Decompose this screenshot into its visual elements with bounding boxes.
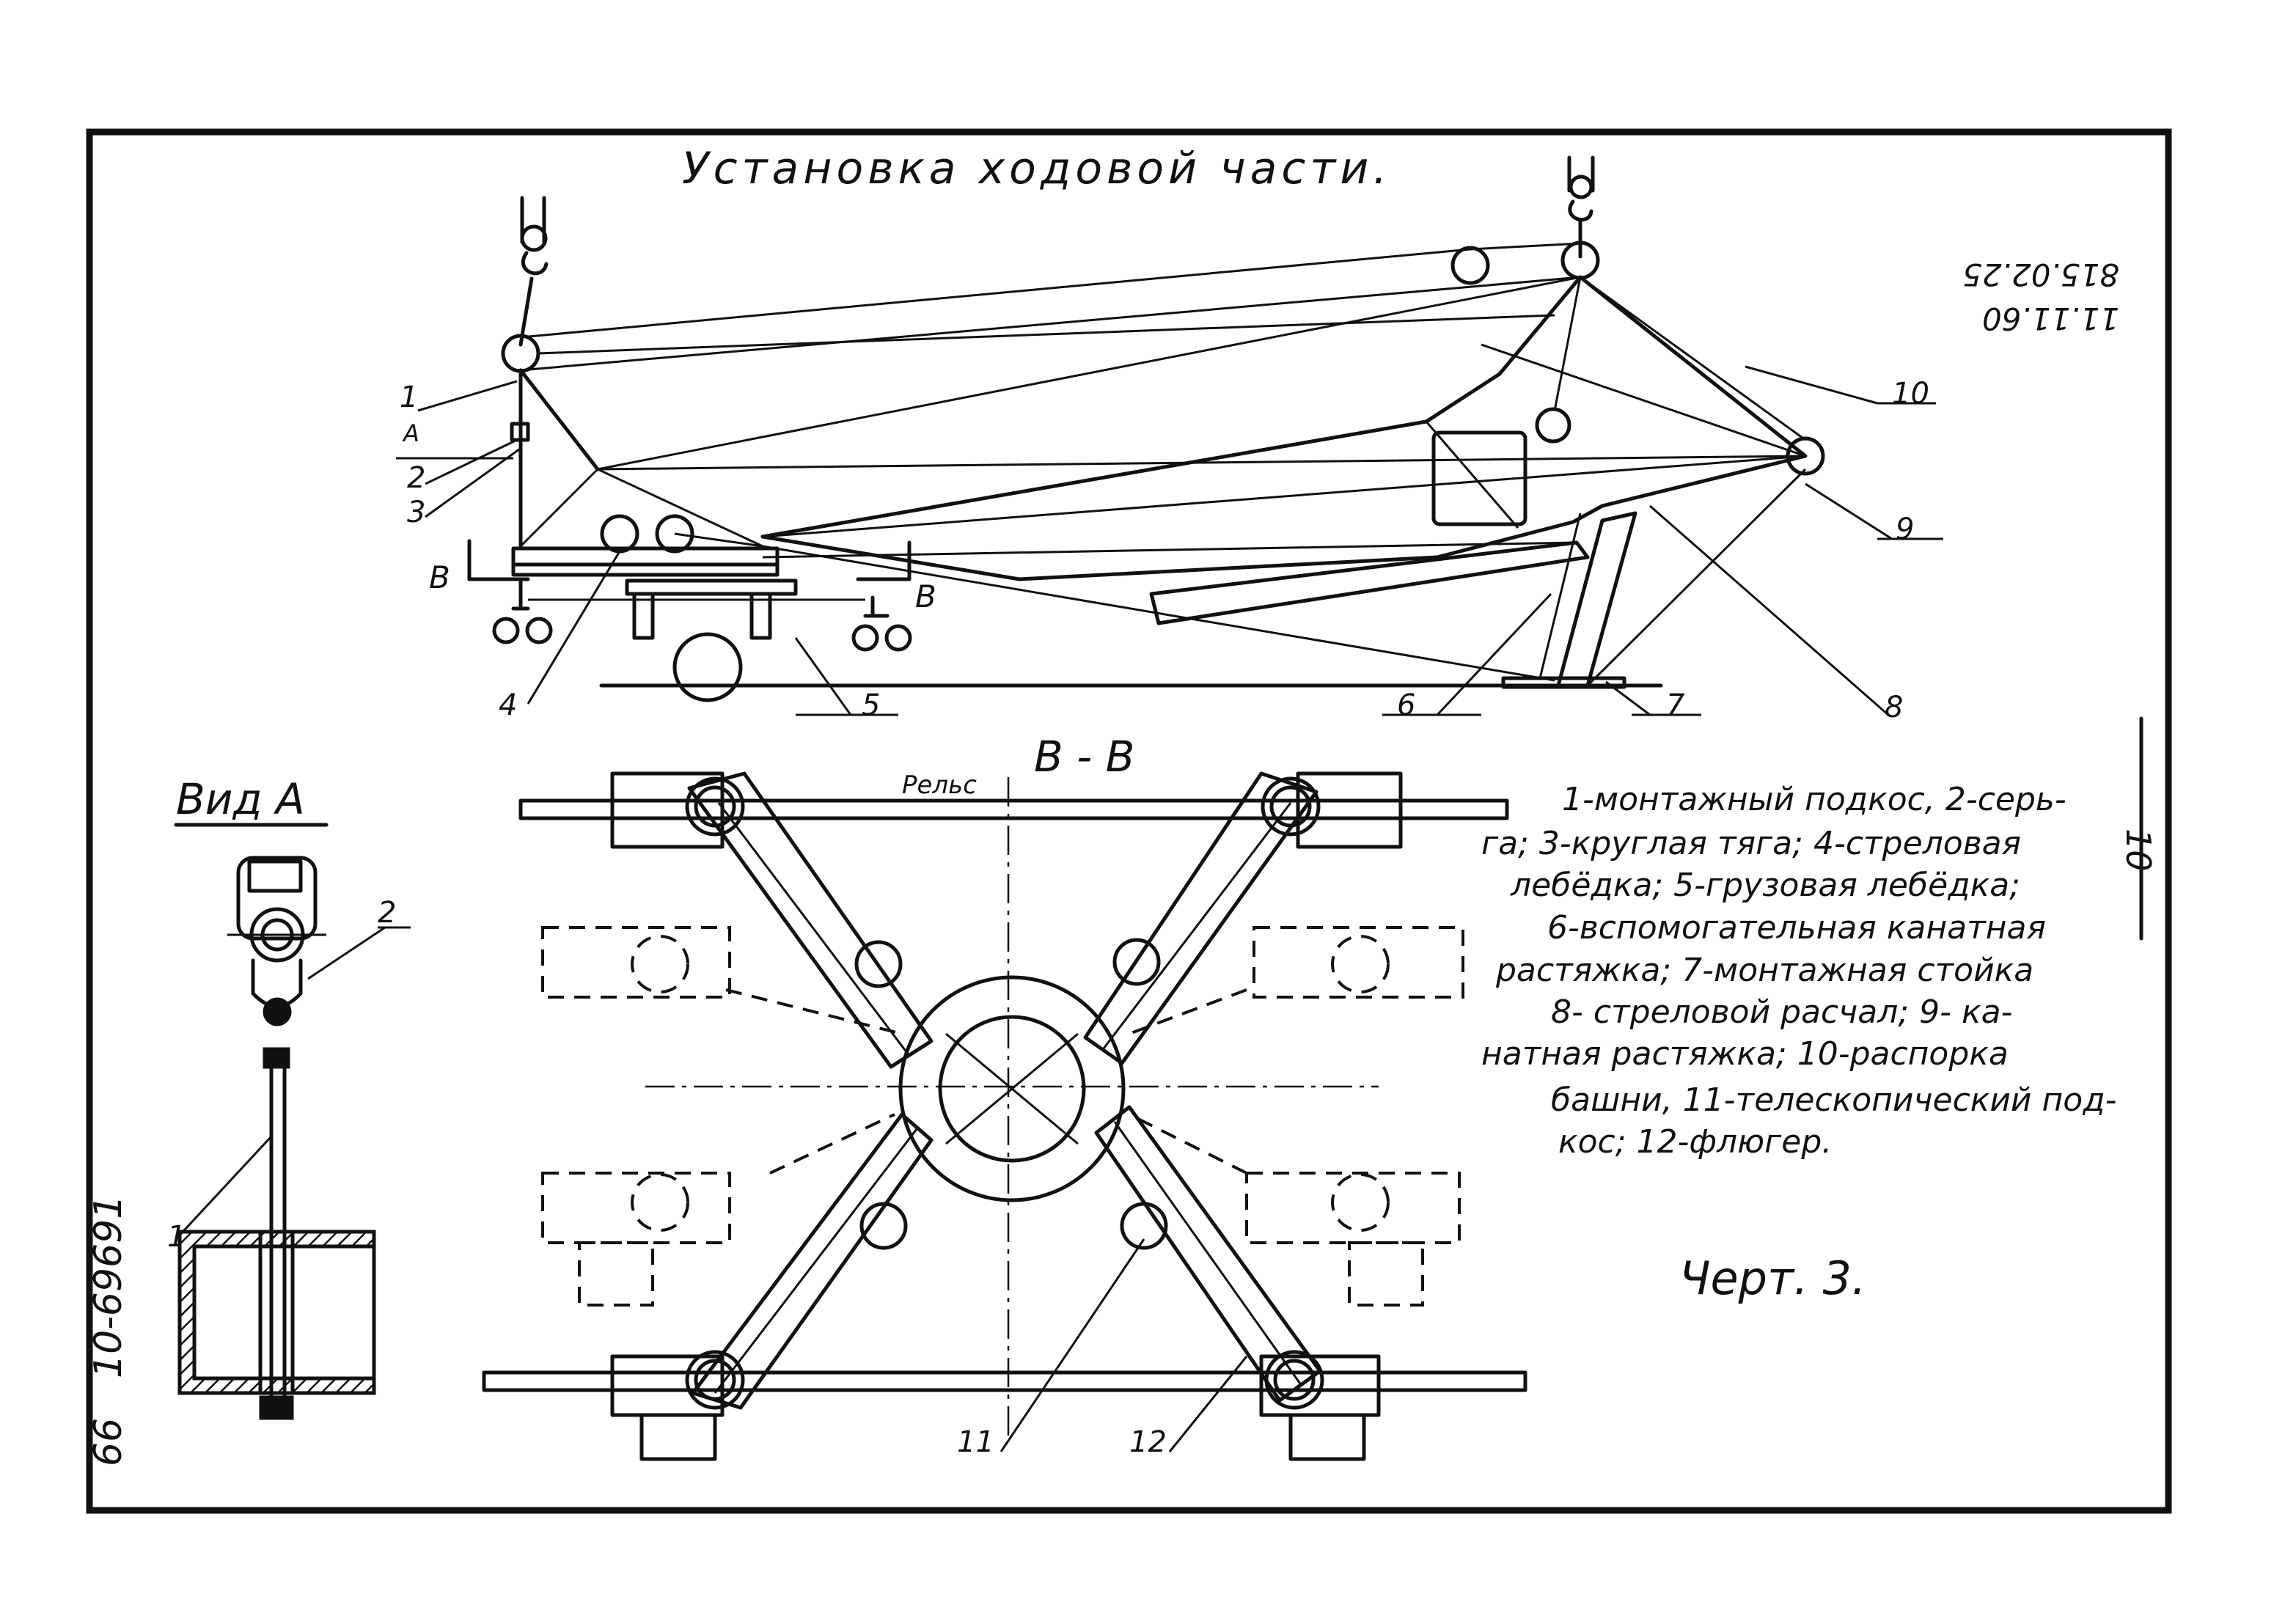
callout-9: 9	[1896, 512, 1914, 546]
callout-2: 2	[407, 461, 425, 495]
legend-line-7: натная растяжка; 10-распорка	[1481, 1035, 2009, 1073]
legend-line-5: растяжка; 7-монтажная стойка	[1495, 952, 2033, 989]
svg-text:10-69691: 10-69691	[87, 1195, 131, 1378]
section-marker-right: В	[915, 578, 936, 614]
callout-12: 12	[1129, 1425, 1167, 1459]
rail-bottom	[482, 1370, 1527, 1392]
side-elevation: В В 1 А 2 3 4 5 6 7 8 9 10	[396, 155, 1943, 724]
right-crane-hook	[1567, 155, 1595, 259]
legend-line-4: 6-вспомогательная канатная	[1547, 909, 2046, 947]
slewing-wheel	[672, 632, 743, 702]
section-marker-left: В	[429, 559, 450, 595]
winch-drum-2	[655, 514, 694, 554]
slewing-ring-outer	[898, 975, 1126, 1202]
point-a-label: А	[402, 419, 419, 447]
drawing-number: Черт. 3.	[1679, 1252, 1866, 1305]
right-bogie	[851, 595, 912, 652]
callout-4: 4	[499, 688, 517, 722]
view-a: Вид А 2 1	[167, 774, 411, 1420]
frame-arm-1	[687, 771, 934, 1069]
callout-3: 3	[407, 496, 425, 529]
drawing-frame	[86, 128, 2172, 1514]
legend-line-1: 1-монтажный подкос, 2-серь-	[1562, 781, 2066, 818]
section-label: В - В	[1034, 732, 1134, 782]
slewing-ring-inner	[938, 1015, 1086, 1163]
view-a-callout-2: 2	[378, 896, 396, 930]
top-block-1	[1450, 246, 1490, 285]
callout-1: 1	[400, 381, 418, 414]
callout-8: 8	[1885, 691, 1903, 724]
svg-text:11.11.60: 11.11.60	[1982, 301, 2119, 337]
callout-5: 5	[862, 688, 880, 722]
sheet-code: 66 10-69691	[87, 1195, 131, 1466]
left-crane-hook	[518, 196, 549, 347]
cabin	[1431, 430, 1527, 526]
legend-line-2: га; 3-круглая тяга; 4-стреловая	[1481, 825, 2021, 862]
drawing-title: Установка ходовой части.	[682, 143, 1391, 194]
legend-line-8: башни, 11-телескопический под-	[1551, 1081, 2117, 1119]
svg-text:66: 66	[87, 1418, 131, 1466]
callout-7: 7	[1666, 688, 1685, 722]
section-b-b: В - В Рельс	[482, 732, 1527, 1461]
date-stamp: 11.11.60 815.02.25	[1962, 257, 2119, 337]
callout-11: 11	[957, 1425, 994, 1459]
view-a-label: Вид А	[176, 774, 305, 824]
left-bogie	[492, 577, 553, 644]
rail-top	[518, 798, 1509, 820]
chassis-frame	[511, 546, 780, 577]
rail-label: Рельс	[902, 771, 977, 800]
callout-6: 6	[1397, 688, 1415, 722]
mid-block	[1535, 407, 1571, 444]
svg-text:815.02.25: 815.02.25	[1962, 257, 2119, 293]
legend-line-3: лебёдка; 5-грузовая лебёдка;	[1510, 867, 2020, 904]
jib-boom	[760, 275, 1808, 581]
winch-drum-1	[600, 514, 639, 554]
legend: 1-монтажный подкос, 2-серь- га; 3-кругла…	[1481, 781, 2117, 1161]
legend-line-9: кос; 12-флюгер.	[1558, 1123, 1832, 1161]
side-code: 10	[2119, 828, 2158, 872]
callout-10: 10	[1892, 377, 1929, 411]
legend-line-6: 8- стреловой расчал; 9- ка-	[1551, 993, 2012, 1031]
frame-arm-3	[691, 1112, 934, 1410]
mounting-stand	[1556, 511, 1637, 688]
